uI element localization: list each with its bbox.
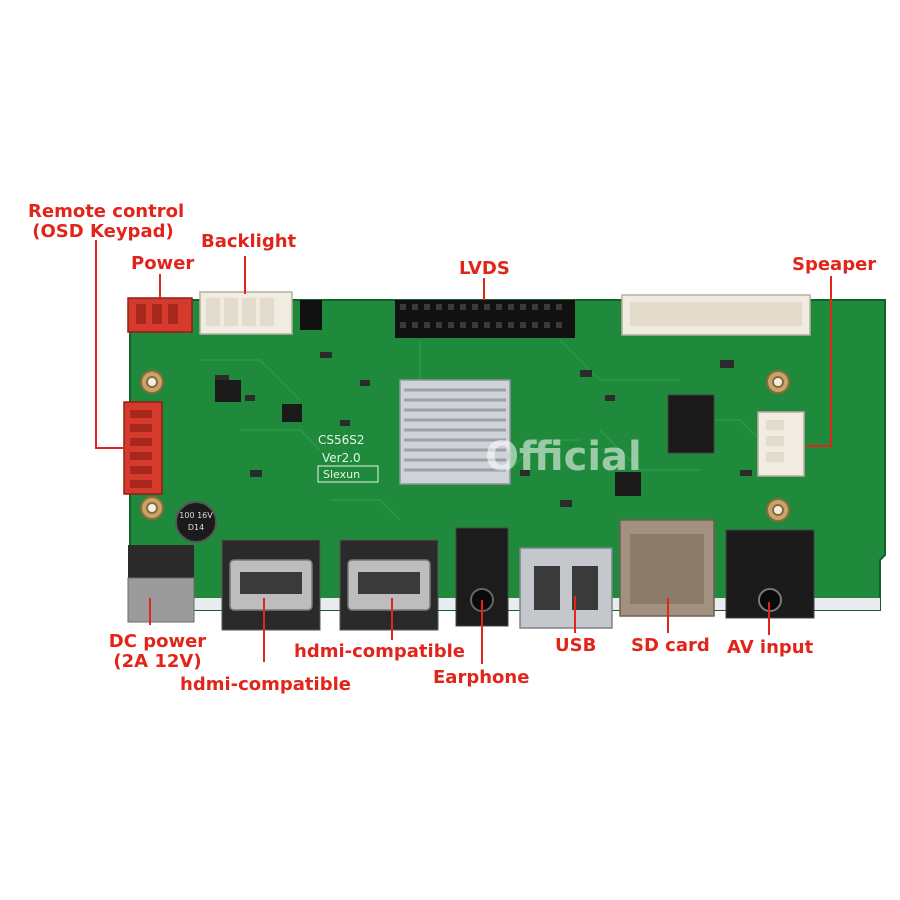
heatsink (399, 379, 511, 485)
label-lvds: LVDS (459, 258, 510, 279)
label-hdmi-right: hdmi-compatible (294, 641, 465, 662)
label-dc-power-line2: (2A 12V) (113, 651, 202, 672)
panel-white-connector (621, 294, 811, 336)
ic-chip-audio (667, 394, 715, 454)
mounting-holes (140, 370, 790, 522)
usb-port (519, 547, 613, 629)
lvds-connector (395, 300, 575, 338)
hdmi-port-left (221, 539, 321, 631)
power-connector (127, 297, 193, 333)
label-power: Power (131, 253, 195, 274)
label-remote-control-line2: (OSD Keypad) (32, 221, 174, 242)
small-black-header (300, 300, 322, 330)
maker-silkscreen: Slexun (323, 468, 360, 481)
label-backlight: Backlight (201, 231, 297, 252)
smd-components (215, 352, 752, 507)
label-dc-power: DC power (2A 12V) (100, 632, 215, 672)
capacitor: 100 16V D14 (175, 501, 217, 543)
label-remote-control-line1: Remote control (28, 201, 185, 222)
leader-remote-control (95, 240, 126, 449)
sd-card-slot (619, 519, 715, 617)
maker-silkscreen-box (317, 465, 379, 483)
hdmi-port-right (339, 539, 439, 631)
ic-chip-left (215, 380, 241, 402)
label-hdmi-left: hdmi-compatible (180, 674, 351, 695)
board-version-silkscreen: Ver2.0 (322, 451, 361, 465)
label-earphone: Earphone (433, 667, 530, 688)
capacitor-id: D14 (188, 523, 204, 532)
capacitor-rating: 100 16V (179, 511, 213, 520)
leader-speaker (806, 276, 832, 447)
label-speaker: Speaper (792, 254, 877, 275)
dc-power-jack (127, 545, 195, 623)
watermark-text: Official (485, 434, 642, 480)
backlight-connector (199, 291, 293, 335)
speaker-connector (757, 411, 805, 477)
label-av-input: AV input (727, 637, 814, 658)
board-model-silkscreen: CS56S2 (318, 433, 365, 447)
keypad-connector (123, 401, 163, 495)
ic-chip-small (615, 472, 641, 496)
label-usb: USB (555, 635, 597, 656)
label-dc-power-line1: DC power (108, 631, 207, 652)
label-remote-control: Remote control (OSD Keypad) (28, 201, 185, 242)
leader-lines (95, 240, 832, 664)
ic-chip-mid (282, 404, 302, 422)
label-sd-card: SD card (631, 635, 710, 656)
